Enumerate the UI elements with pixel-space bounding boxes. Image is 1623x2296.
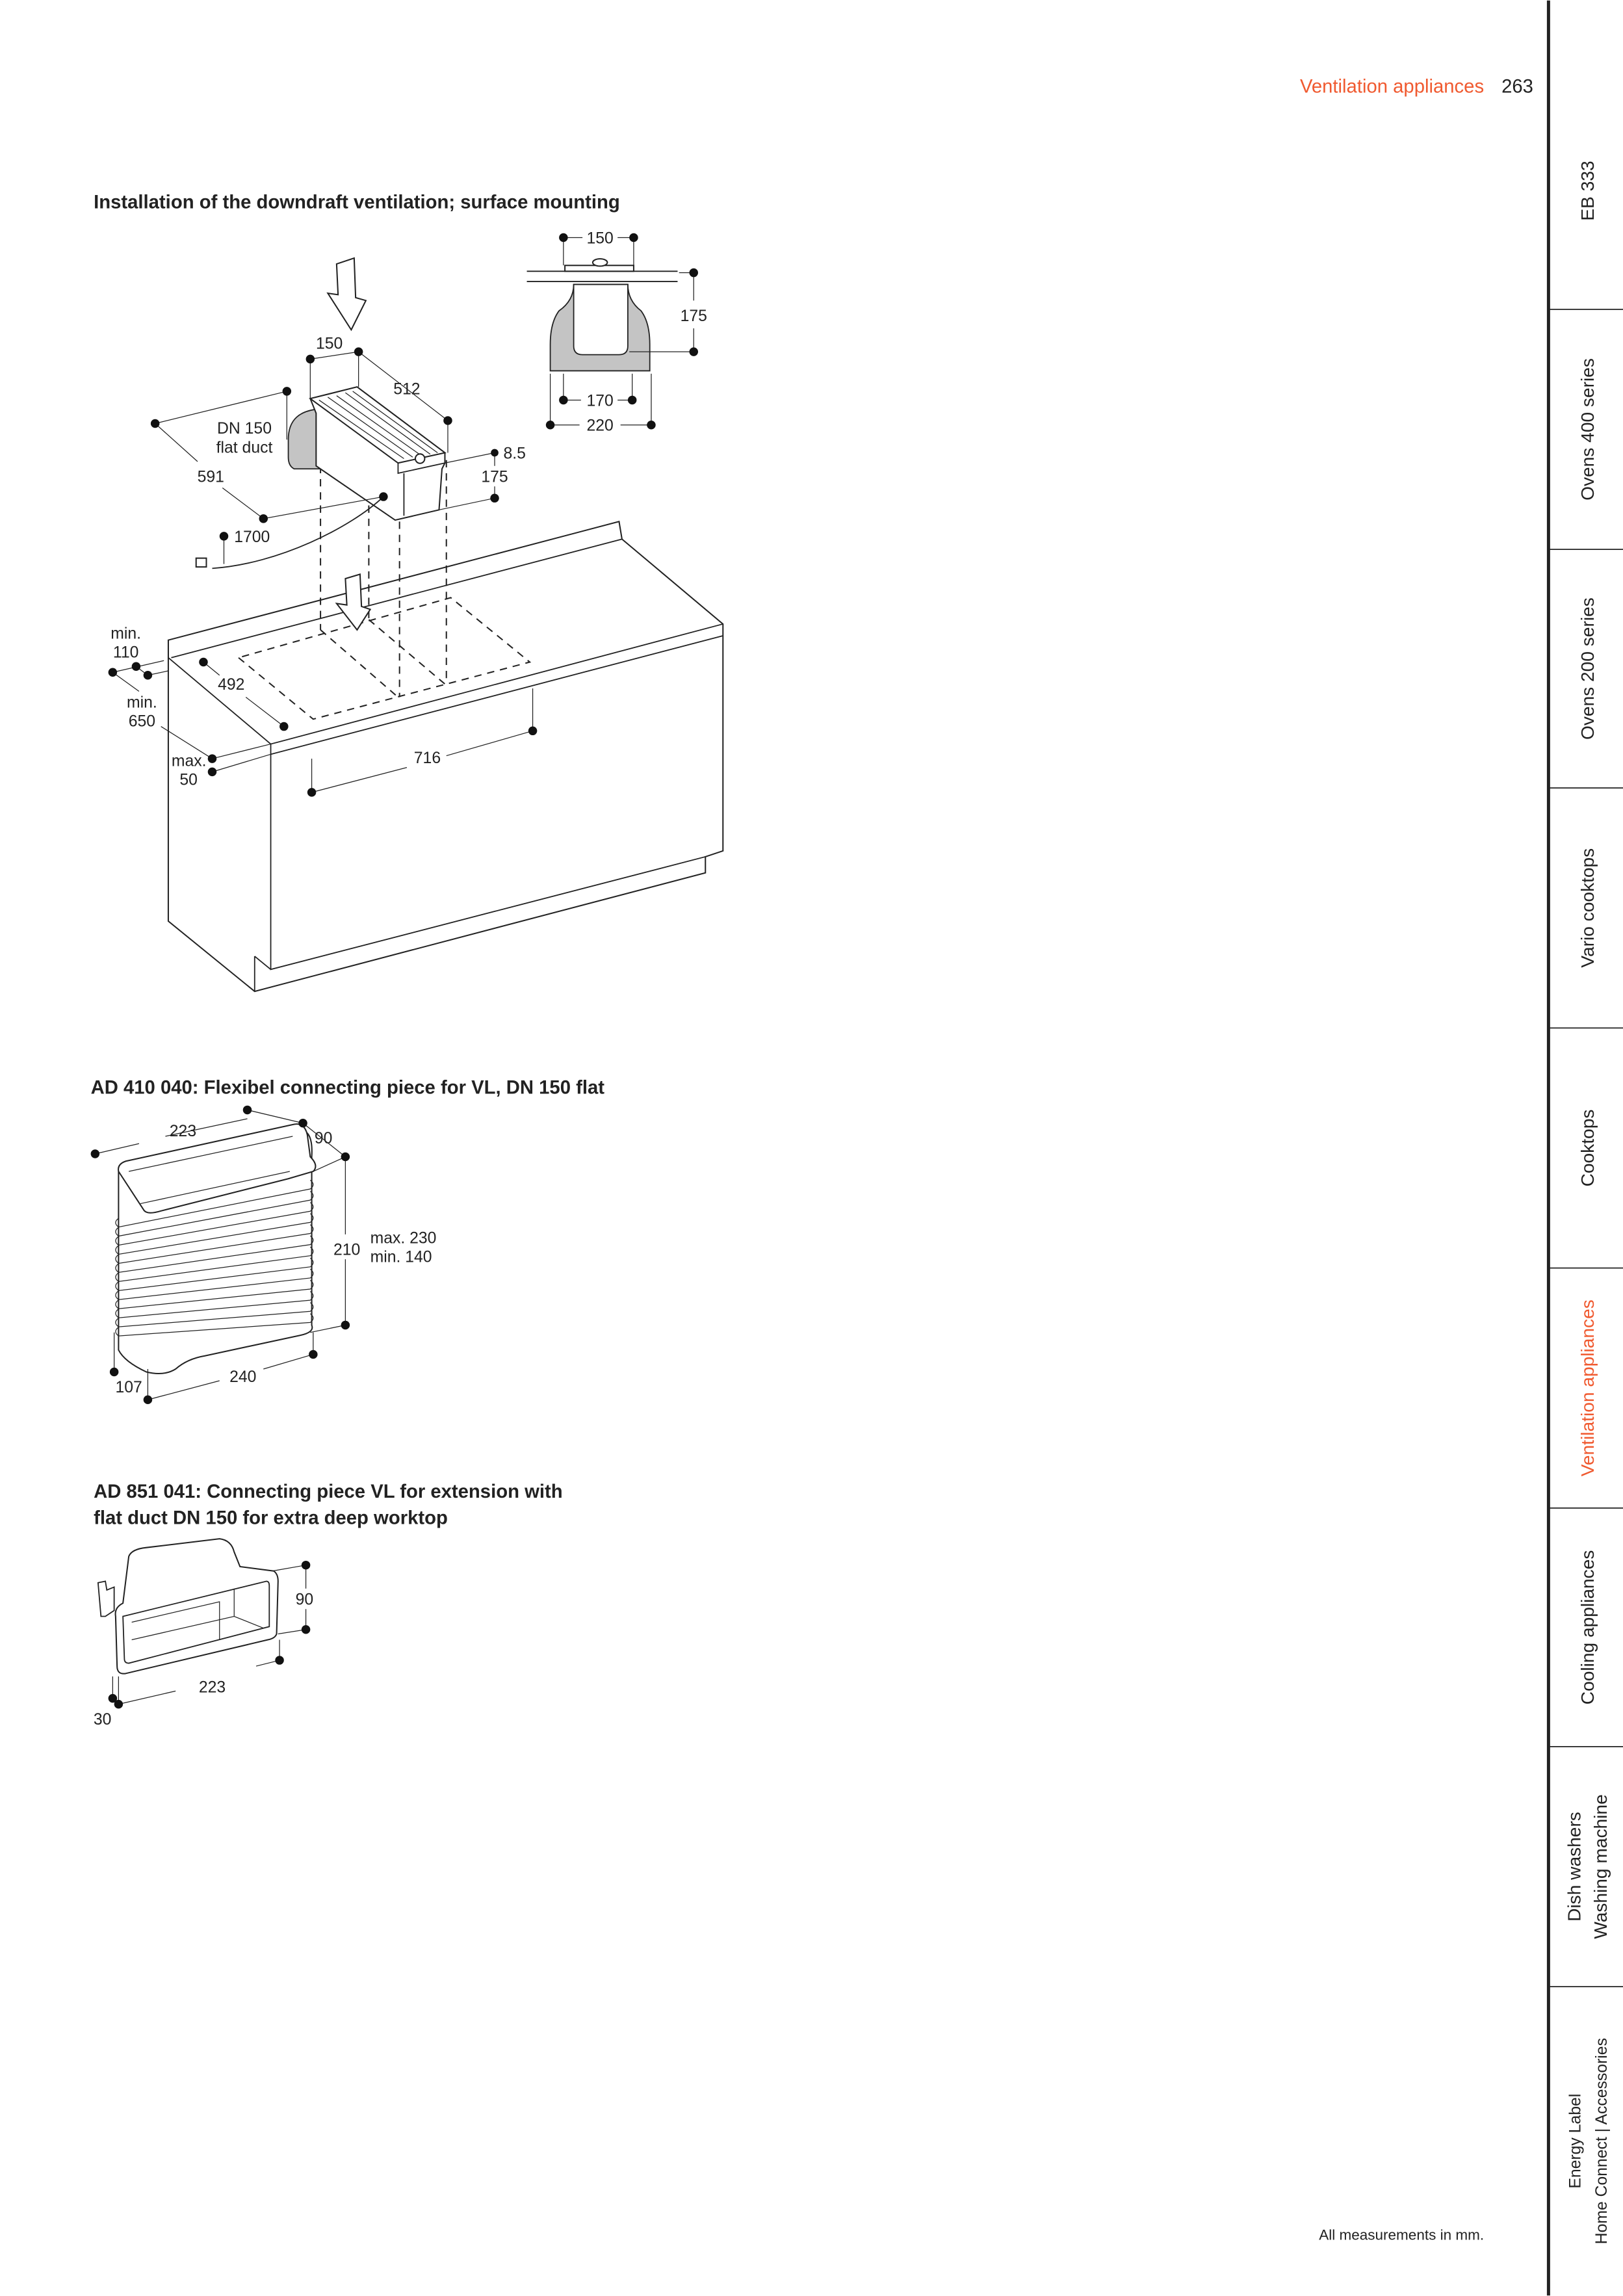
dim-height-top: 8.5 [504, 445, 526, 463]
bellows-rib [115, 1291, 314, 1318]
sidebar-tab-label: Vario cooktops [1578, 848, 1598, 968]
flex-dim-min: min. 140 [370, 1249, 432, 1266]
counter-dimensions: min. 110 492 min. 650 max. 50 716 [108, 625, 538, 797]
bellows-rib [115, 1313, 314, 1337]
sidebar-tab-label: Home Connect | Accessories [1593, 2038, 1611, 2244]
connector-dim-length: 223 [199, 1679, 226, 1697]
dim-hood-length: 512 [393, 380, 420, 398]
duct-label-1: DN 150 [217, 420, 272, 437]
section-view: 150 175 170 220 [526, 230, 707, 435]
sidebar-tab[interactable]: Dish washers Washing machine [1548, 1745, 1623, 1939]
worktop-cabinet [167, 521, 724, 993]
connector-title-line1: AD 851 041: Connecting piece VL for exte… [94, 1481, 563, 1502]
connector-title-line2: flat duct DN 150 for extra deep worktop [94, 1508, 448, 1529]
bellows-rib [115, 1246, 314, 1282]
bellows-rib [115, 1268, 314, 1300]
bellows-ribs [115, 1180, 314, 1337]
downdraft-hood [195, 386, 447, 569]
hood-dimensions: 150 512 DN 150 flat duct 591 8.5 175 170… [150, 335, 526, 564]
dim-height: 175 [481, 469, 508, 486]
cutout-outline [237, 460, 532, 720]
dim-cutout-width: 716 [414, 750, 441, 767]
bellows-rib [115, 1213, 314, 1255]
flex-dim-height: 210 [333, 1241, 360, 1259]
sidebar-tab-label: Energy Label [1567, 2094, 1585, 2189]
dim-max-50: 50 [179, 772, 198, 789]
bellows-rib [115, 1191, 314, 1237]
measurement-note: All measurements in mm. [1319, 2227, 1484, 2243]
installation-title: Installation of the downdraft ventilatio… [94, 192, 620, 213]
sidebar-tab[interactable]: Cooktops [1548, 1027, 1623, 1187]
flex-dim-foot: 107 [115, 1379, 142, 1396]
section-dim-220: 220 [586, 417, 613, 435]
airflow-arrow-icon [326, 257, 367, 332]
sidebar-tab-label: Ventilation appliances [1578, 1299, 1598, 1476]
bellows-rib [115, 1235, 314, 1273]
bellows-rib [115, 1180, 314, 1228]
dim-min-650: 650 [129, 713, 155, 731]
control-knob [414, 453, 426, 464]
flex-dim-depth: 90 [315, 1130, 333, 1147]
bellows-rib [115, 1224, 314, 1264]
sidebar-tab[interactable]: Ventilation appliances [1548, 1267, 1623, 1477]
section-dim-170: 170 [586, 392, 613, 410]
sidebar-tab[interactable]: Energy Label Home Connect | Accessories [1548, 1986, 1623, 2244]
sidebar-tab[interactable]: Ovens 200 series [1548, 549, 1623, 740]
dim-cutout: 492 [218, 676, 244, 694]
power-cable [212, 496, 384, 569]
bellows-rib [115, 1280, 314, 1309]
duct-label-2: flat duct [216, 439, 273, 457]
sidebar-tab[interactable]: Cooling appliances [1548, 1507, 1623, 1705]
flex-piece-drawing: 223 90 210 max. 230 min. 140 107 240 [90, 1105, 437, 1405]
dim-depth: 591 [198, 469, 224, 486]
section-dim-175: 175 [681, 307, 707, 325]
sidebar-tab-label: Cooktops [1578, 1110, 1598, 1187]
sidebar-tab[interactable]: EB 333 [1578, 161, 1598, 220]
section-dim-150: 150 [586, 230, 613, 248]
bellows-rib [115, 1302, 314, 1327]
flex-piece-title: AD 410 040: Flexibel connecting piece fo… [91, 1078, 605, 1099]
page-number: 263 [1501, 77, 1533, 98]
header-section: Ventilation appliances [1300, 77, 1484, 98]
bellows-rib [115, 1257, 314, 1291]
dim-hood-width: 150 [316, 335, 343, 353]
min-label: min. [110, 625, 141, 642]
connector-drawing: 90 223 30 [94, 1538, 314, 1729]
installation-drawing: 150 512 DN 150 flat duct 591 8.5 175 170… [108, 230, 724, 993]
max-label: max. [172, 752, 207, 770]
sidebar-tab-label: EB 333 [1578, 161, 1598, 220]
flex-dim-base: 240 [229, 1368, 256, 1386]
airflow-arrow-icon [335, 573, 372, 631]
sidebar-tab-label: Ovens 400 series [1578, 358, 1598, 501]
connector-dim-flange: 30 [94, 1711, 112, 1729]
sidebar-tab-label: Cooling appliances [1578, 1550, 1598, 1705]
sidebar-tab-label: Dish washers [1565, 1812, 1585, 1922]
bellows-rib [115, 1202, 314, 1246]
sidebar-tab[interactable]: Vario cooktops [1548, 787, 1623, 968]
min-label-2: min. [127, 694, 157, 711]
flex-dim-max: max. 230 [370, 1229, 437, 1247]
dim-min-110: 110 [113, 644, 138, 662]
connector-dim-height: 90 [296, 1591, 314, 1608]
sidebar-tab-label: Ovens 200 series [1578, 597, 1598, 740]
sidebar-tab-label: Washing machine [1591, 1794, 1611, 1939]
dim-cable: 1700 [234, 528, 270, 546]
flex-dim-length: 223 [170, 1123, 196, 1140]
sidebar-tab[interactable]: Ovens 400 series [1548, 308, 1623, 501]
plug [195, 557, 207, 568]
